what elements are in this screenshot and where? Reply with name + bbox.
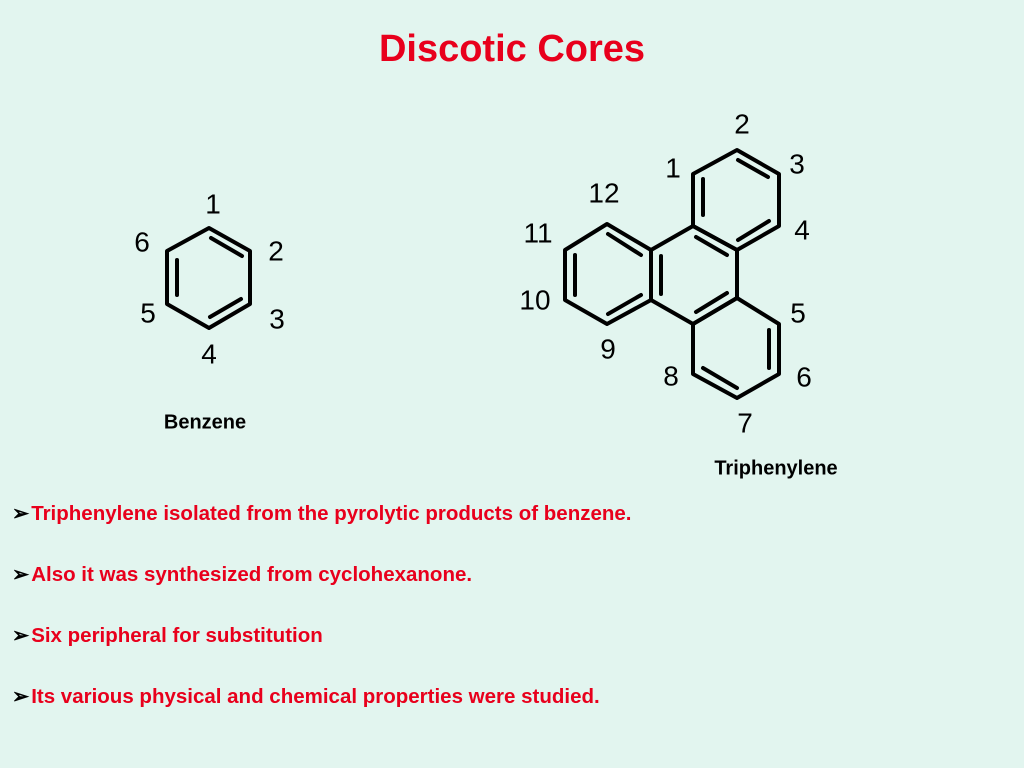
triphenylene-position-label: 8: [663, 360, 679, 391]
bullet-list: ➢Triphenylene isolated from the pyrolyti…: [12, 502, 1012, 746]
triphenylene-double-bond: [606, 293, 643, 316]
arrowhead-icon: ➢: [12, 563, 30, 586]
benzene-position-label: 6: [134, 226, 150, 257]
triphenylene-double-bond: [606, 232, 643, 257]
bullet-item: ➢Six peripheral for substitution: [12, 624, 1012, 648]
arrowhead-icon: ➢: [12, 624, 30, 647]
triphenylene-position-label: 5: [790, 297, 806, 328]
benzene-double-bond: [208, 297, 243, 319]
triphenylene-double-bond: [694, 291, 729, 314]
triphenylene-ring: [563, 222, 653, 326]
triphenylene-double-bond: [694, 235, 729, 257]
bullet-item: ➢Also it was synthesized from cyclohexan…: [12, 563, 1012, 587]
benzene-caption: Benzene: [164, 411, 246, 433]
slide-title: Discotic Cores: [378, 28, 646, 70]
benzene-double-bond: [209, 236, 244, 258]
benzene-position-label: 2: [268, 235, 284, 266]
triphenylene-position-label: 6: [796, 361, 812, 392]
triphenylene-ring: [649, 224, 739, 326]
triphenylene-structure: 1 2 3 4 5 6 7 8 9 10 11 12 Triphenylene: [519, 108, 837, 479]
benzene-structure: 1 2 3 4 5 6 Benzene: [134, 188, 285, 433]
triphenylene-position-label: 3: [789, 148, 805, 179]
benzene-position-label: 4: [201, 338, 217, 369]
triphenylene-position-label: 9: [600, 333, 616, 364]
triphenylene-double-bond: [736, 219, 771, 242]
benzene-position-label: 3: [269, 303, 285, 334]
triphenylene-position-label: 10: [519, 284, 550, 315]
triphenylene-position-label: 4: [794, 214, 810, 245]
arrowhead-icon: ➢: [12, 685, 30, 708]
triphenylene-position-label: 7: [737, 407, 753, 438]
benzene-ring: [165, 226, 252, 330]
triphenylene-double-bond: [701, 366, 739, 390]
triphenylene-position-label: 12: [588, 177, 619, 208]
bullet-text: Its various physical and chemical proper…: [31, 685, 600, 708]
triphenylene-position-label: 1: [665, 152, 681, 183]
structures-diagram: 1 2 3 4 5 6 Benzene 1 2 3 4 5 6: [134, 108, 837, 479]
triphenylene-ring: [691, 296, 781, 400]
bullet-item: ➢Triphenylene isolated from the pyrolyti…: [12, 502, 1012, 526]
benzene-position-label: 1: [205, 188, 221, 219]
triphenylene-position-label: 2: [734, 108, 750, 139]
arrowhead-icon: ➢: [12, 502, 30, 525]
triphenylene-caption: Triphenylene: [714, 457, 837, 479]
bullet-text: Six peripheral for substitution: [31, 624, 323, 647]
bullet-item: ➢Its various physical and chemical prope…: [12, 685, 1012, 709]
bullet-text: Also it was synthesized from cyclohexano…: [31, 563, 473, 586]
bullet-text: Triphenylene isolated from the pyrolytic…: [31, 502, 632, 525]
triphenylene-double-bond: [736, 158, 770, 179]
triphenylene-position-label: 11: [523, 217, 552, 248]
benzene-position-label: 5: [140, 297, 156, 328]
